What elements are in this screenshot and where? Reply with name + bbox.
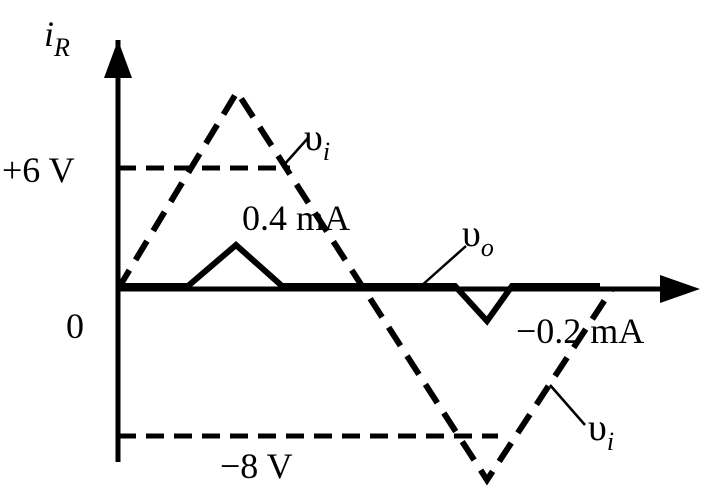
x-axis-arrowhead bbox=[660, 275, 700, 303]
vi-upper-label: υi bbox=[304, 117, 330, 166]
vi-lower-leader bbox=[549, 384, 586, 426]
pos-current-label: 0.4 mA bbox=[242, 198, 350, 238]
vi-lower-label: υi bbox=[588, 407, 614, 456]
pos-voltage-label: +6 V bbox=[2, 150, 75, 190]
vi-upper-leader bbox=[282, 137, 309, 167]
vo-leader bbox=[419, 245, 467, 288]
origin-label: 0 bbox=[66, 306, 84, 346]
neg-current-label: −0.2 mA bbox=[516, 311, 644, 351]
vo-label: υo bbox=[462, 213, 494, 262]
y-axis-label: iR bbox=[44, 14, 70, 62]
vo-waveform bbox=[118, 241, 600, 326]
neg-voltage-label: −8 V bbox=[220, 446, 293, 486]
y-axis-arrowhead bbox=[104, 40, 132, 78]
